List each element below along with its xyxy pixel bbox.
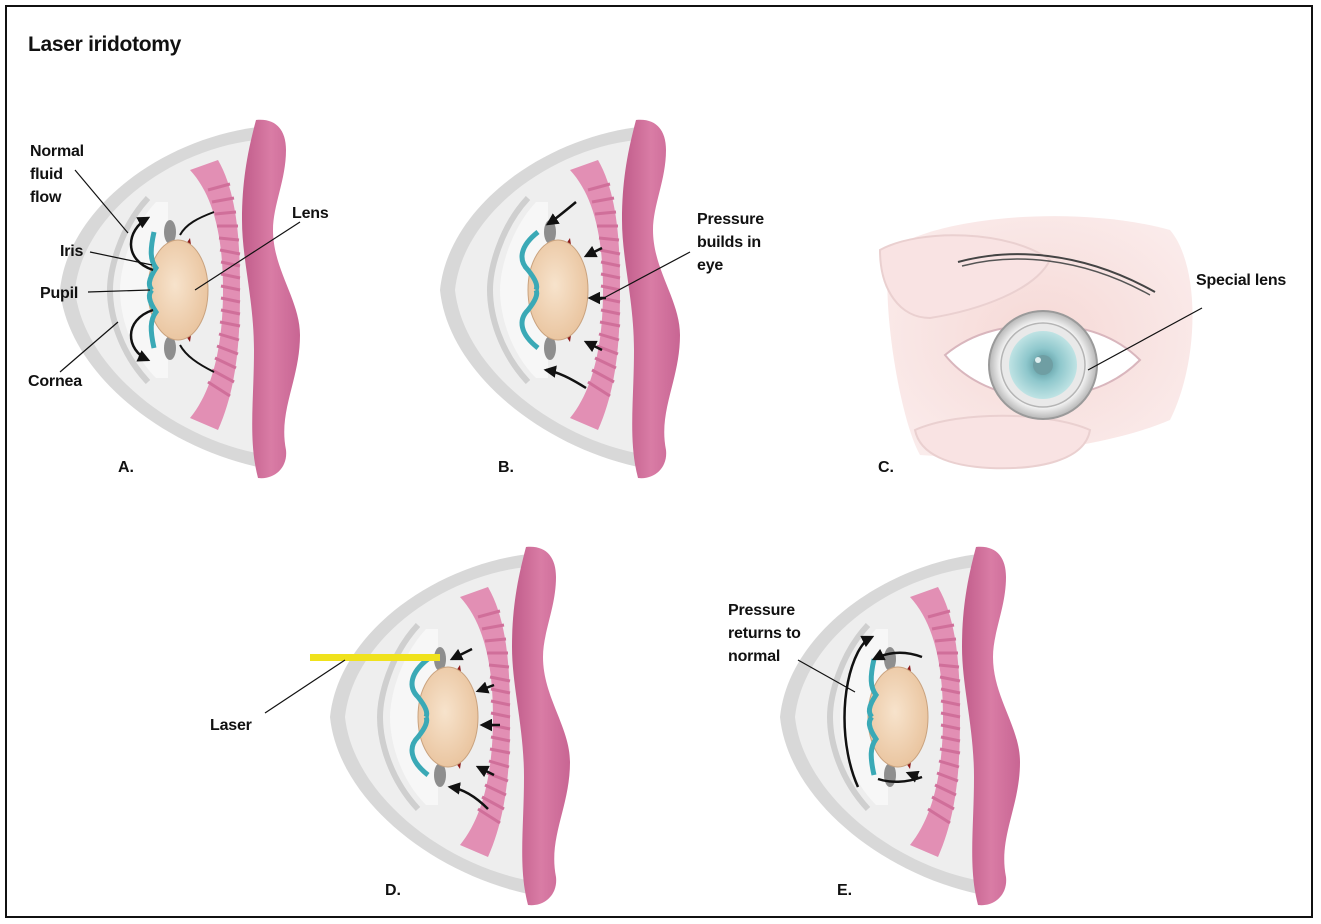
label-normal-fluid-flow: Normal fluid flow xyxy=(30,140,84,209)
label-iris: Iris xyxy=(60,240,83,263)
eye-diagram-e xyxy=(780,547,1020,905)
eye-diagram-b xyxy=(440,120,680,478)
panel-letter-e: E. xyxy=(837,882,852,900)
eye-diagram-a xyxy=(60,120,300,478)
eye-closeup-c xyxy=(880,216,1193,468)
panel-letter-b: B. xyxy=(498,459,514,477)
panel-letter-d: D. xyxy=(385,882,401,900)
panel-letter-c: C. xyxy=(878,459,894,477)
label-special-lens: Special lens xyxy=(1196,269,1286,292)
laser-beam xyxy=(310,654,440,661)
label-lens: Lens xyxy=(292,202,329,225)
label-cornea: Cornea xyxy=(28,370,82,393)
label-laser: Laser xyxy=(210,714,252,737)
panel-letter-a: A. xyxy=(118,459,134,477)
eye-diagram-d xyxy=(330,547,570,905)
label-pupil: Pupil xyxy=(40,282,78,305)
label-pressure-builds: Pressure builds in eye xyxy=(697,208,764,277)
label-pressure-returns: Pressure returns to normal xyxy=(728,599,801,668)
